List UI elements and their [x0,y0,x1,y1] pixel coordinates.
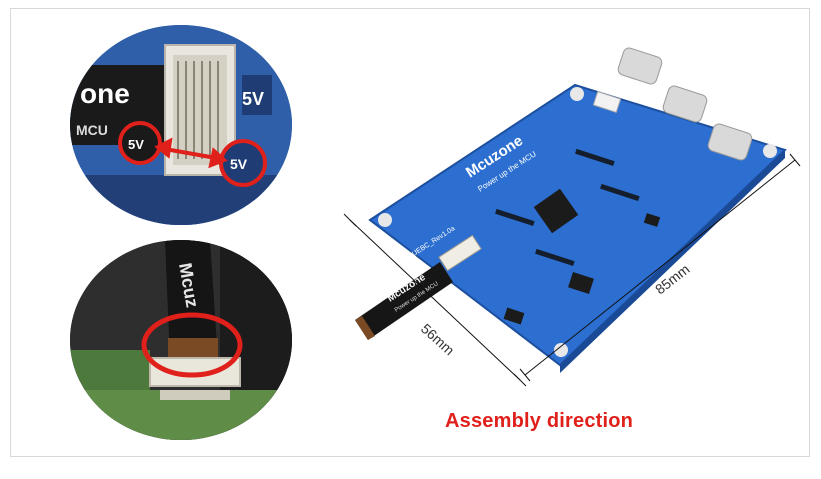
double-arrow-icon [154,137,228,169]
connector-closeup-bottom: Mcuz [70,240,292,440]
svg-text:5V: 5V [242,89,264,109]
ribbon-logo-text: one [80,78,130,109]
label-5v-left: 5V [128,137,144,152]
assembly-direction-caption: Assembly direction [445,410,634,432]
connector-closeup-top: one MCU 5V 5V 5V [70,25,292,225]
dimension-height: 56mm [418,320,458,358]
board-illustration: Mcuzone Power up the MCU MPUEBC_Rev1.0a … [330,30,810,400]
dimension-lines [343,153,801,387]
label-5v-right: 5V [230,156,248,172]
ribbon-mcu-text: MCU [76,122,108,138]
highlight-ellipse [141,312,243,378]
highlight-circle-left [118,121,162,165]
